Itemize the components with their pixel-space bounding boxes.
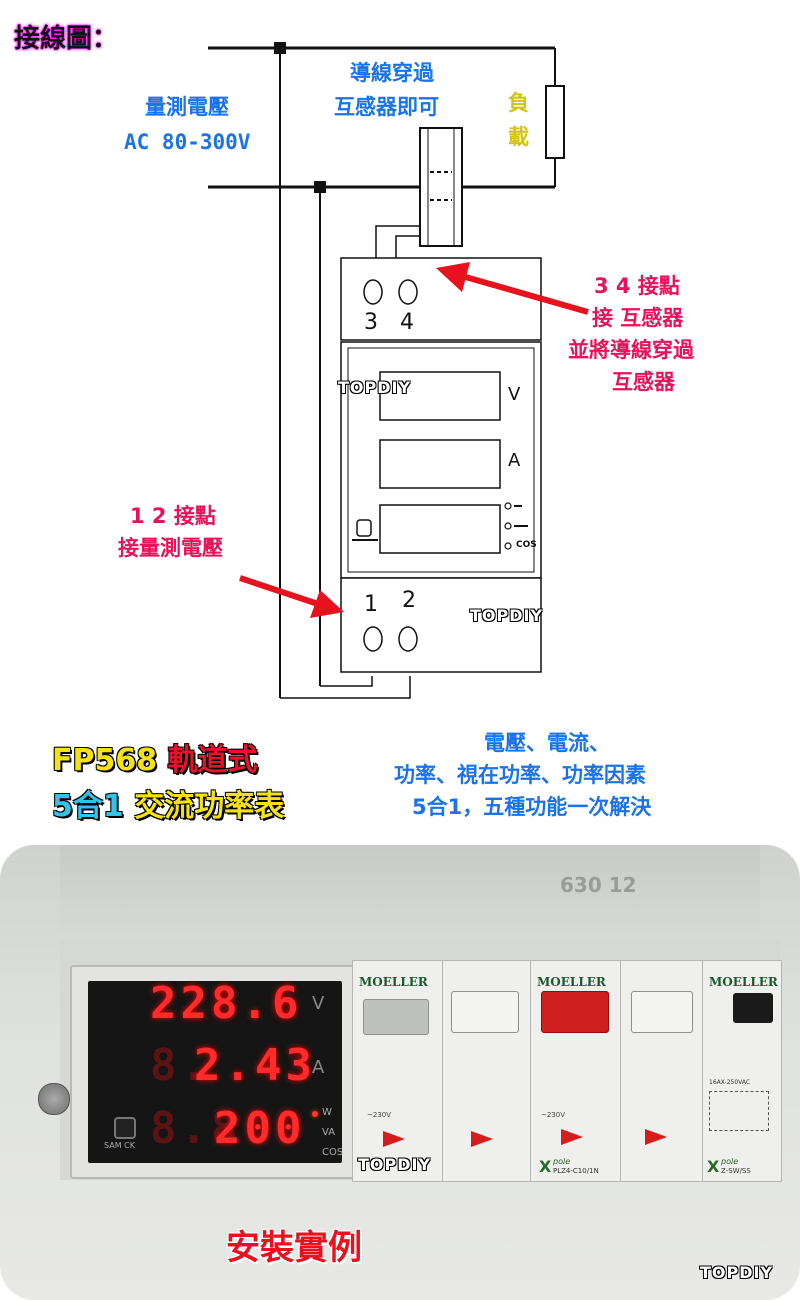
breaker-2 — [442, 960, 532, 1182]
switch-x-logo: X — [707, 1157, 720, 1176]
indicator-cos: COS — [322, 1147, 344, 1158]
diagram-cos-label: COS — [516, 540, 537, 550]
arrow-to-terminals-34 — [436, 262, 589, 315]
meter-button-outline — [356, 519, 372, 537]
breaker-1-brand: MOELLER — [359, 975, 428, 989]
indicator-va: VA — [322, 1127, 336, 1138]
switch-model: Z-SW/SS — [721, 1167, 751, 1175]
meter-button[interactable] — [114, 1117, 136, 1139]
diagram-unit-v: V — [508, 384, 521, 405]
diagram-title: 接線圖： — [14, 24, 119, 54]
ct-wire-3 — [375, 225, 420, 262]
wiring-diagram — [208, 42, 589, 699]
meter-bottom-block — [340, 577, 542, 673]
promo-headline: FP568 軌道式 5合1 交流功率表 — [52, 738, 284, 830]
current-transformer — [419, 127, 463, 247]
panel-cover — [60, 845, 760, 940]
breaker-1-indicator — [383, 1131, 405, 1147]
voltage-label-line1: 量測電壓 — [145, 95, 229, 119]
terminal-4-label: 4 — [400, 310, 414, 335]
watermark-diagram-1: TOPDIY — [338, 378, 412, 397]
breaker-3-brand: MOELLER — [537, 975, 606, 989]
indicator-w: W — [322, 1107, 332, 1118]
display-window-v — [379, 371, 501, 421]
breaker-1-voltage: ~230V — [367, 1111, 392, 1119]
ct-wire-4 — [395, 235, 420, 262]
load-label-char1: 負 — [508, 91, 529, 115]
voltage-wire-2-bottom — [320, 676, 373, 687]
breaker-2-indicator — [471, 1131, 493, 1147]
junction-dot-bottom — [314, 181, 326, 193]
switch-diagram — [709, 1091, 769, 1131]
features-line3: 5合1，五種功能一次解決 — [412, 795, 652, 819]
watermark-photo-2: TOPDIY — [700, 1263, 774, 1282]
panel-screw — [38, 1083, 70, 1115]
meter-unit-v: V — [312, 993, 325, 1014]
promo-model: FP568 — [52, 743, 158, 778]
meter-button-label: SAM CK — [104, 1141, 135, 1150]
breaker-3: MOELLER ~230V X pole PLZ4-C10/1N — [530, 960, 622, 1182]
promo-five-in-one: 5合1 — [52, 789, 124, 824]
ct-label-line2: 互感器即可 — [334, 95, 439, 119]
breaker-3-red-handle[interactable] — [541, 991, 609, 1033]
junction-dot-top — [274, 42, 286, 54]
breaker-2-handle[interactable] — [451, 991, 519, 1033]
panel-mark: 630 12 — [560, 873, 637, 897]
led-current-ghost: 8. — [150, 1040, 211, 1091]
diagram-unit-a: A — [508, 450, 521, 471]
breaker-1-handle[interactable] — [363, 999, 429, 1035]
switch-brand: MOELLER — [709, 975, 778, 989]
features-line1: 電壓、電流、 — [484, 731, 610, 755]
terminal-3-label: 3 — [364, 310, 378, 335]
led-voltage: 228.6 — [150, 978, 303, 1029]
breaker-3-voltage: ~230V — [541, 1111, 566, 1119]
breaker-3-indicator — [561, 1129, 583, 1145]
power-meter — [70, 965, 360, 1179]
terminal-1-label: 1 — [364, 592, 378, 617]
breaker-4-indicator — [645, 1129, 667, 1145]
installation-photo: 630 12 228.6 8. 2.43 8.8 200 V A W VA CO… — [0, 845, 800, 1300]
ct-label-line1: 導線穿過 — [350, 61, 434, 85]
promo-product: 交流功率表 — [134, 789, 285, 824]
arrow-to-terminals-12 — [239, 575, 344, 618]
breaker-3-model: PLZ4-C10/1N — [553, 1167, 599, 1175]
terminal-2-label: 2 — [402, 588, 416, 613]
breaker-3-xpole: pole — [553, 1157, 571, 1166]
watermark-photo-1: TOPDIY — [358, 1155, 432, 1174]
switch-xpole: pole — [721, 1157, 739, 1166]
terminals-34-line4: 互感器 — [612, 370, 675, 394]
display-window-a — [379, 439, 501, 489]
terminals-12-line2: 接量測電壓 — [118, 536, 223, 560]
load-label-char2: 載 — [508, 125, 529, 149]
switch-rating: 16AX-250VAC — [709, 1079, 751, 1086]
switch-module: MOELLER 16AX-250VAC X pole Z-SW/SS — [702, 960, 782, 1182]
switch-handle[interactable] — [733, 993, 773, 1023]
terminal-3-hole — [363, 279, 383, 305]
led-power: 200 — [214, 1103, 306, 1154]
led-current: 2.43 — [194, 1040, 316, 1091]
terminals-34-line3: 並將導線穿過 — [568, 338, 694, 362]
display-window-w — [379, 504, 501, 554]
load-resistor — [545, 85, 565, 159]
voltage-wire-1-bottom — [280, 676, 411, 699]
indicator-w-led — [312, 1111, 318, 1117]
breaker-4 — [620, 960, 704, 1182]
promo-rail-type: 軌道式 — [167, 743, 258, 778]
watermark-diagram-2: TOPDIY — [470, 606, 544, 625]
install-caption: 安裝實例 — [226, 1228, 362, 1268]
features-line2: 功率、視在功率、功率因素 — [394, 763, 646, 787]
terminals-34-line1: 3 4 接點 — [594, 274, 680, 298]
voltage-label-line2: AC 80-300V — [124, 130, 251, 154]
meter-unit-a: A — [312, 1057, 325, 1078]
led-power-ghost: 8.8 — [150, 1103, 242, 1154]
terminal-4-hole — [398, 279, 418, 305]
terminal-1-hole — [363, 626, 383, 652]
terminals-12-line1: 1 2 接點 — [130, 504, 216, 528]
breaker-3-x-logo: X — [539, 1157, 552, 1176]
breaker-4-handle[interactable] — [631, 991, 693, 1033]
terminal-2-hole — [398, 626, 418, 652]
terminals-34-line2: 接 互感器 — [592, 306, 684, 330]
breaker-1: MOELLER ~230V — [352, 960, 444, 1182]
